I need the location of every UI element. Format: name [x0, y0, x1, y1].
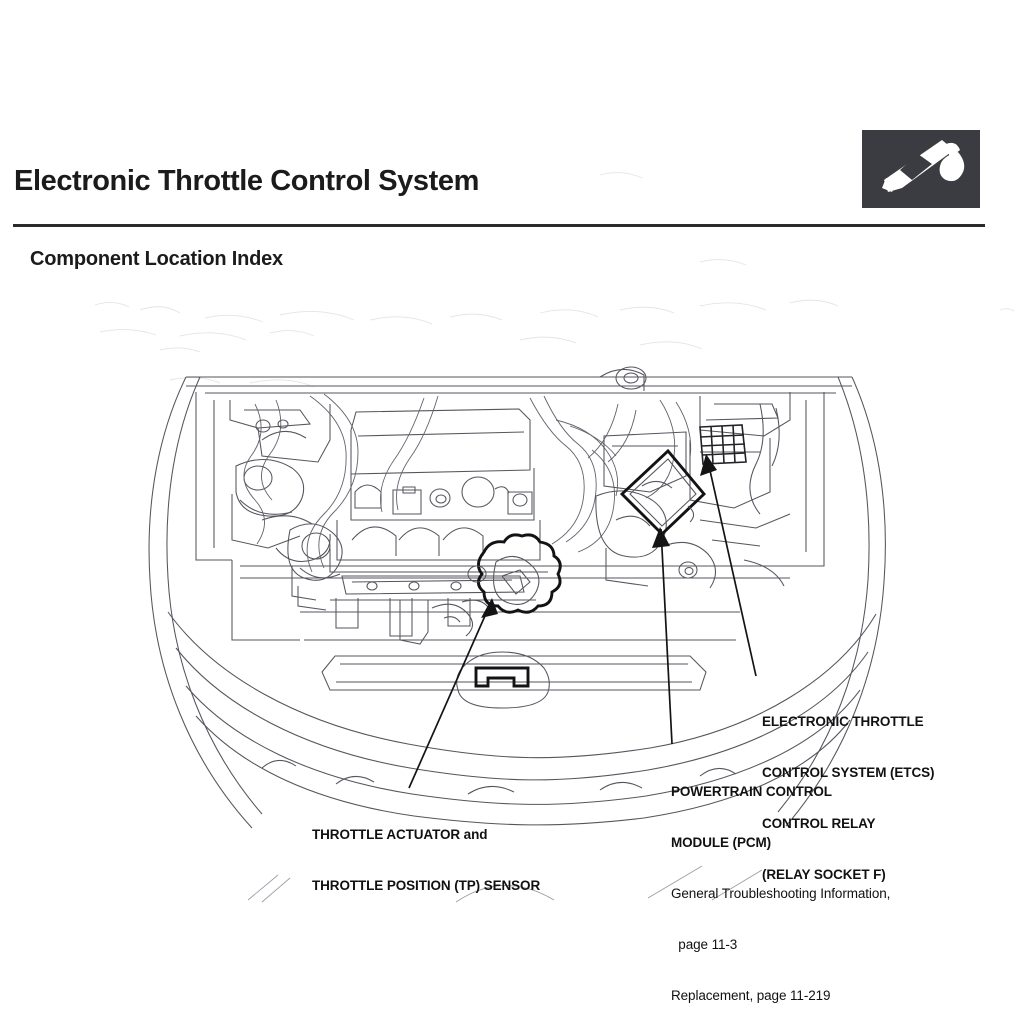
section-title: Component Location Index: [30, 248, 283, 270]
engine-hoses: [306, 393, 692, 573]
pcm-highlight: [619, 448, 706, 537]
callout-etcs-line4: (RELAY SOCKET F): [762, 866, 886, 882]
callout-etcs-line3: CONTROL RELAY: [762, 815, 876, 831]
leader-etcs: [706, 456, 757, 677]
left-engine-bay-components: [229, 399, 343, 611]
front-fascia-detail: [399, 599, 491, 645]
throttle-actuator-highlight: [467, 533, 562, 614]
leader-throttle-arrowhead: [481, 598, 498, 618]
callout-etcs-relay: ELECTRONIC THROTTLE CONTROL SYSTEM (ETCS…: [762, 678, 935, 918]
callout-pcm-line2: MODULE (PCM): [671, 834, 772, 850]
page-title: Electronic Throttle Control System: [14, 165, 479, 197]
leader-throttle: [408, 599, 493, 789]
leader-etcs-arrowhead: [700, 454, 717, 476]
fuel-nozzle-icon: [862, 130, 980, 208]
callout-pcm: POWERTRAIN CONTROL MODULE (PCM) General …: [671, 748, 890, 1024]
radiator-support: [195, 392, 825, 641]
etcs-relay-grid-highlight: [699, 424, 747, 465]
callout-pcm-ref2: page 11-3: [671, 936, 738, 952]
callout-throttle-line2: THROTTLE POSITION (TP) SENSOR: [312, 877, 541, 893]
right-engine-bay-components: [595, 392, 791, 589]
leader-lines: [408, 454, 757, 789]
callout-throttle-line1: THROTTLE ACTUATOR and: [312, 826, 488, 842]
header-divider: [13, 224, 985, 227]
callout-pcm-ref3: Replacement, page 11-219: [671, 987, 831, 1003]
callout-etcs-line2: CONTROL SYSTEM (ETCS): [762, 764, 935, 780]
leader-pcm-arrowhead: [652, 527, 670, 548]
callout-throttle-actuator: THROTTLE ACTUATOR and THROTTLE POSITION …: [312, 791, 540, 929]
callout-pcm-line1: POWERTRAIN CONTROL: [671, 783, 832, 799]
hood-cowl: [186, 366, 852, 394]
engine-valve-cover: [350, 408, 535, 521]
callout-etcs-line1: ELECTRONIC THROTTLE: [762, 713, 924, 729]
honda-h-emblem: [456, 651, 550, 709]
intake-manifold: [329, 520, 548, 637]
leader-pcm: [660, 528, 673, 745]
callout-pcm-ref1: General Troubleshooting Information,: [671, 885, 891, 901]
